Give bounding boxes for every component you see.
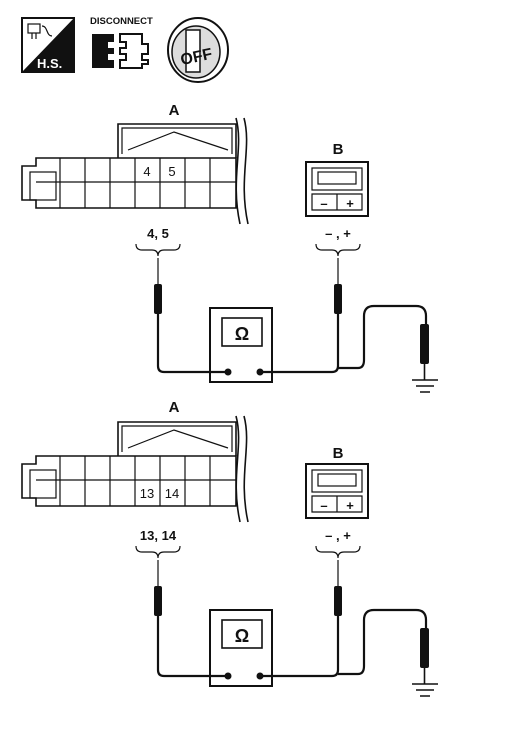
pin-label: 5	[168, 164, 175, 179]
wire-ground	[338, 304, 428, 370]
hs-icon: H.S.	[21, 17, 75, 73]
connector-a-label: A	[169, 399, 180, 416]
header-icons: H.S. DISCONNECT OFF	[21, 16, 229, 83]
pin-label: 14	[165, 486, 179, 501]
hs-label: H.S.	[37, 56, 62, 71]
ignition-off-icon: OFF	[167, 17, 229, 83]
ohmmeter: Ω	[209, 609, 273, 687]
wire-right	[260, 314, 340, 374]
ground-icon	[412, 324, 438, 393]
probe-right	[334, 560, 342, 616]
unit-b: B – +	[305, 141, 369, 217]
ohm-symbol: Ω	[235, 626, 249, 646]
connector-a-label: A	[169, 102, 180, 119]
unit-b: B – +	[305, 445, 369, 519]
off-label: OFF	[179, 46, 214, 69]
unit-b-label: B	[333, 141, 344, 158]
disconnect-icon: DISCONNECT	[90, 16, 153, 69]
ohmmeter: Ω	[209, 307, 273, 383]
pin-label: 4	[143, 164, 150, 179]
probe-right	[334, 258, 342, 314]
unit-minus-label: –	[320, 498, 327, 513]
wire-left	[156, 314, 228, 374]
disconnect-label: DISCONNECT	[90, 16, 153, 27]
pin-label: 13	[140, 486, 154, 501]
unit-minus-label: –	[320, 196, 327, 211]
unit-callout-label: – , +	[325, 528, 351, 543]
ohm-symbol: Ω	[235, 324, 249, 344]
wire-right	[260, 616, 340, 678]
panel-bottom: A 13 14 B – + 13, 14	[21, 399, 438, 697]
connector-a: 4 5	[21, 117, 249, 225]
panel-top: A 4 5 B – + 4, 5	[21, 102, 438, 393]
probe-left	[154, 560, 162, 616]
ground-icon	[412, 628, 438, 697]
connector-a: 13 14	[21, 415, 249, 523]
pins-callout-label: 13, 14	[140, 528, 177, 543]
unit-plus-label: +	[346, 498, 354, 513]
unit-b-label: B	[333, 445, 344, 462]
wire-left	[156, 616, 228, 678]
pins-callout-label: 4, 5	[147, 226, 169, 241]
pins-callout: 13, 14	[135, 528, 181, 559]
unit-plus-label: +	[346, 196, 354, 211]
unit-callout-label: – , +	[325, 226, 351, 241]
unit-callout: – , +	[315, 226, 361, 257]
pins-callout: 4, 5	[135, 226, 181, 257]
probe-left	[154, 258, 162, 314]
unit-callout: – , +	[315, 528, 361, 559]
wire-ground	[338, 608, 428, 676]
